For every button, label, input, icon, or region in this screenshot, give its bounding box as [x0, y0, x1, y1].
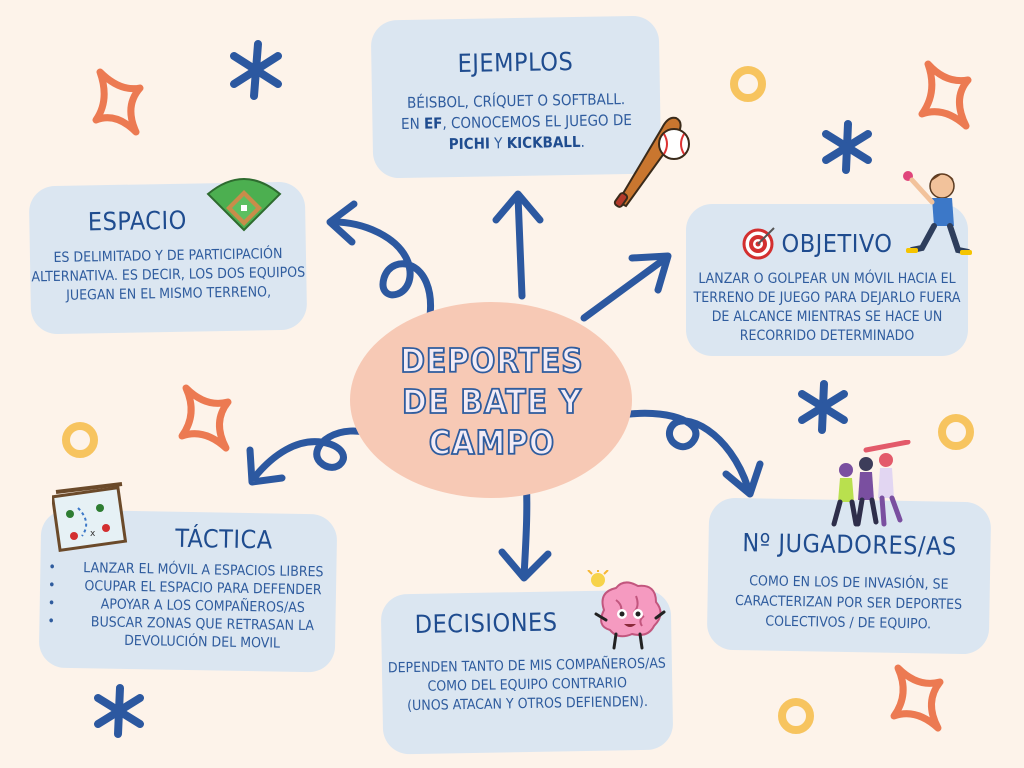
center-title: DEPORTES DE BATE Y CAMPO [399, 340, 584, 463]
ejemplos-kickball: KICKBALL [506, 132, 581, 153]
arrow-to-jugadores [626, 409, 752, 492]
espacio-text: ES DELIMITADO Y DE PARTICIPACIÓN ALTERNA… [31, 246, 306, 304]
objetivo-text: LANZAR O GOLPEAR UN MÓVIL HACIA EL TERRE… [693, 271, 961, 344]
asterisk-icon [822, 120, 872, 174]
ring-icon [778, 698, 814, 734]
arrow-to-jugadores-head [722, 460, 764, 498]
ejemplos-line3b: Y [489, 134, 507, 153]
asterisk-icon [798, 380, 848, 434]
arrow-to-objetivo [580, 254, 670, 322]
baseball-bat-icon [613, 116, 690, 208]
sparkle-icon [918, 60, 972, 130]
decisiones-text-main: DEPENDEN TANTO DE MIS COMPAÑEROS/AS COMO… [387, 655, 666, 695]
arrow-to-objetivo-head [628, 252, 672, 294]
asterisk-icon [230, 40, 282, 100]
ring-icon [62, 422, 98, 458]
kid-throwing-icon [903, 171, 972, 255]
ejemplos-line1: BÉISBOL, CRÍQUET O SOFTBALL. [406, 90, 626, 112]
decisiones-text-note: (UNOS ATACAN Y OTROS DEFIENDEN). [407, 693, 649, 715]
arrow-to-tactica [250, 427, 380, 482]
ejemplos-line3d: . [580, 132, 585, 151]
arrow-to-tactica-head [246, 446, 286, 486]
ejemplos-line2a: EN [400, 114, 425, 134]
svg-text:x: x [90, 529, 96, 539]
ejemplos-ef: EF [423, 114, 443, 133]
arrow-to-espacio [330, 218, 435, 320]
ring-icon [938, 414, 974, 450]
sparkle-icon [890, 664, 944, 732]
objetivo-box: OBJETIVO LANZAR O GOLPEAR UN MÓVIL HACIA… [686, 204, 968, 356]
objetivo-title: OBJETIVO [781, 229, 893, 258]
sparkle-icon [178, 384, 232, 452]
ejemplos-pichi: PICHI [448, 134, 491, 154]
arrow-to-decisiones-head [498, 548, 552, 582]
ejemplos-line2c: , CONOCEMOS EL JUEGO DE [442, 110, 632, 133]
arrow-to-ejemplos-head [492, 190, 544, 224]
arrow-to-espacio-head [326, 200, 358, 246]
baseball-field-icon [206, 178, 282, 232]
list-item: BUSCAR ZONAS QUE RETRASAN LA DEVOLUCIÓN … [39, 612, 336, 653]
brain-icon [587, 570, 666, 650]
center-ellipse [350, 302, 632, 498]
decisiones-text: DEPENDEN TANTO DE MIS COMPAÑEROS/AS COMO… [382, 654, 673, 716]
tactics-board-icon: x [52, 482, 128, 553]
asterisk-icon [94, 684, 144, 738]
ring-icon [730, 66, 766, 102]
target-icon [742, 227, 775, 260]
arrow-to-ejemplos [514, 192, 526, 300]
ejemplos-title: EJEMPLOS [457, 46, 574, 79]
players-group-icon [831, 440, 911, 527]
jugadores-title: Nº JUGADORES/AS [742, 528, 957, 561]
sparkle-icon [92, 68, 144, 136]
jugadores-text: COMO EN LOS DE INVASIÓN, SE CARACTERIZAN… [734, 573, 963, 633]
tactica-list: LANZAR EL MÓVIL A ESPACIOS LIBRES OCUPAR… [39, 558, 337, 653]
